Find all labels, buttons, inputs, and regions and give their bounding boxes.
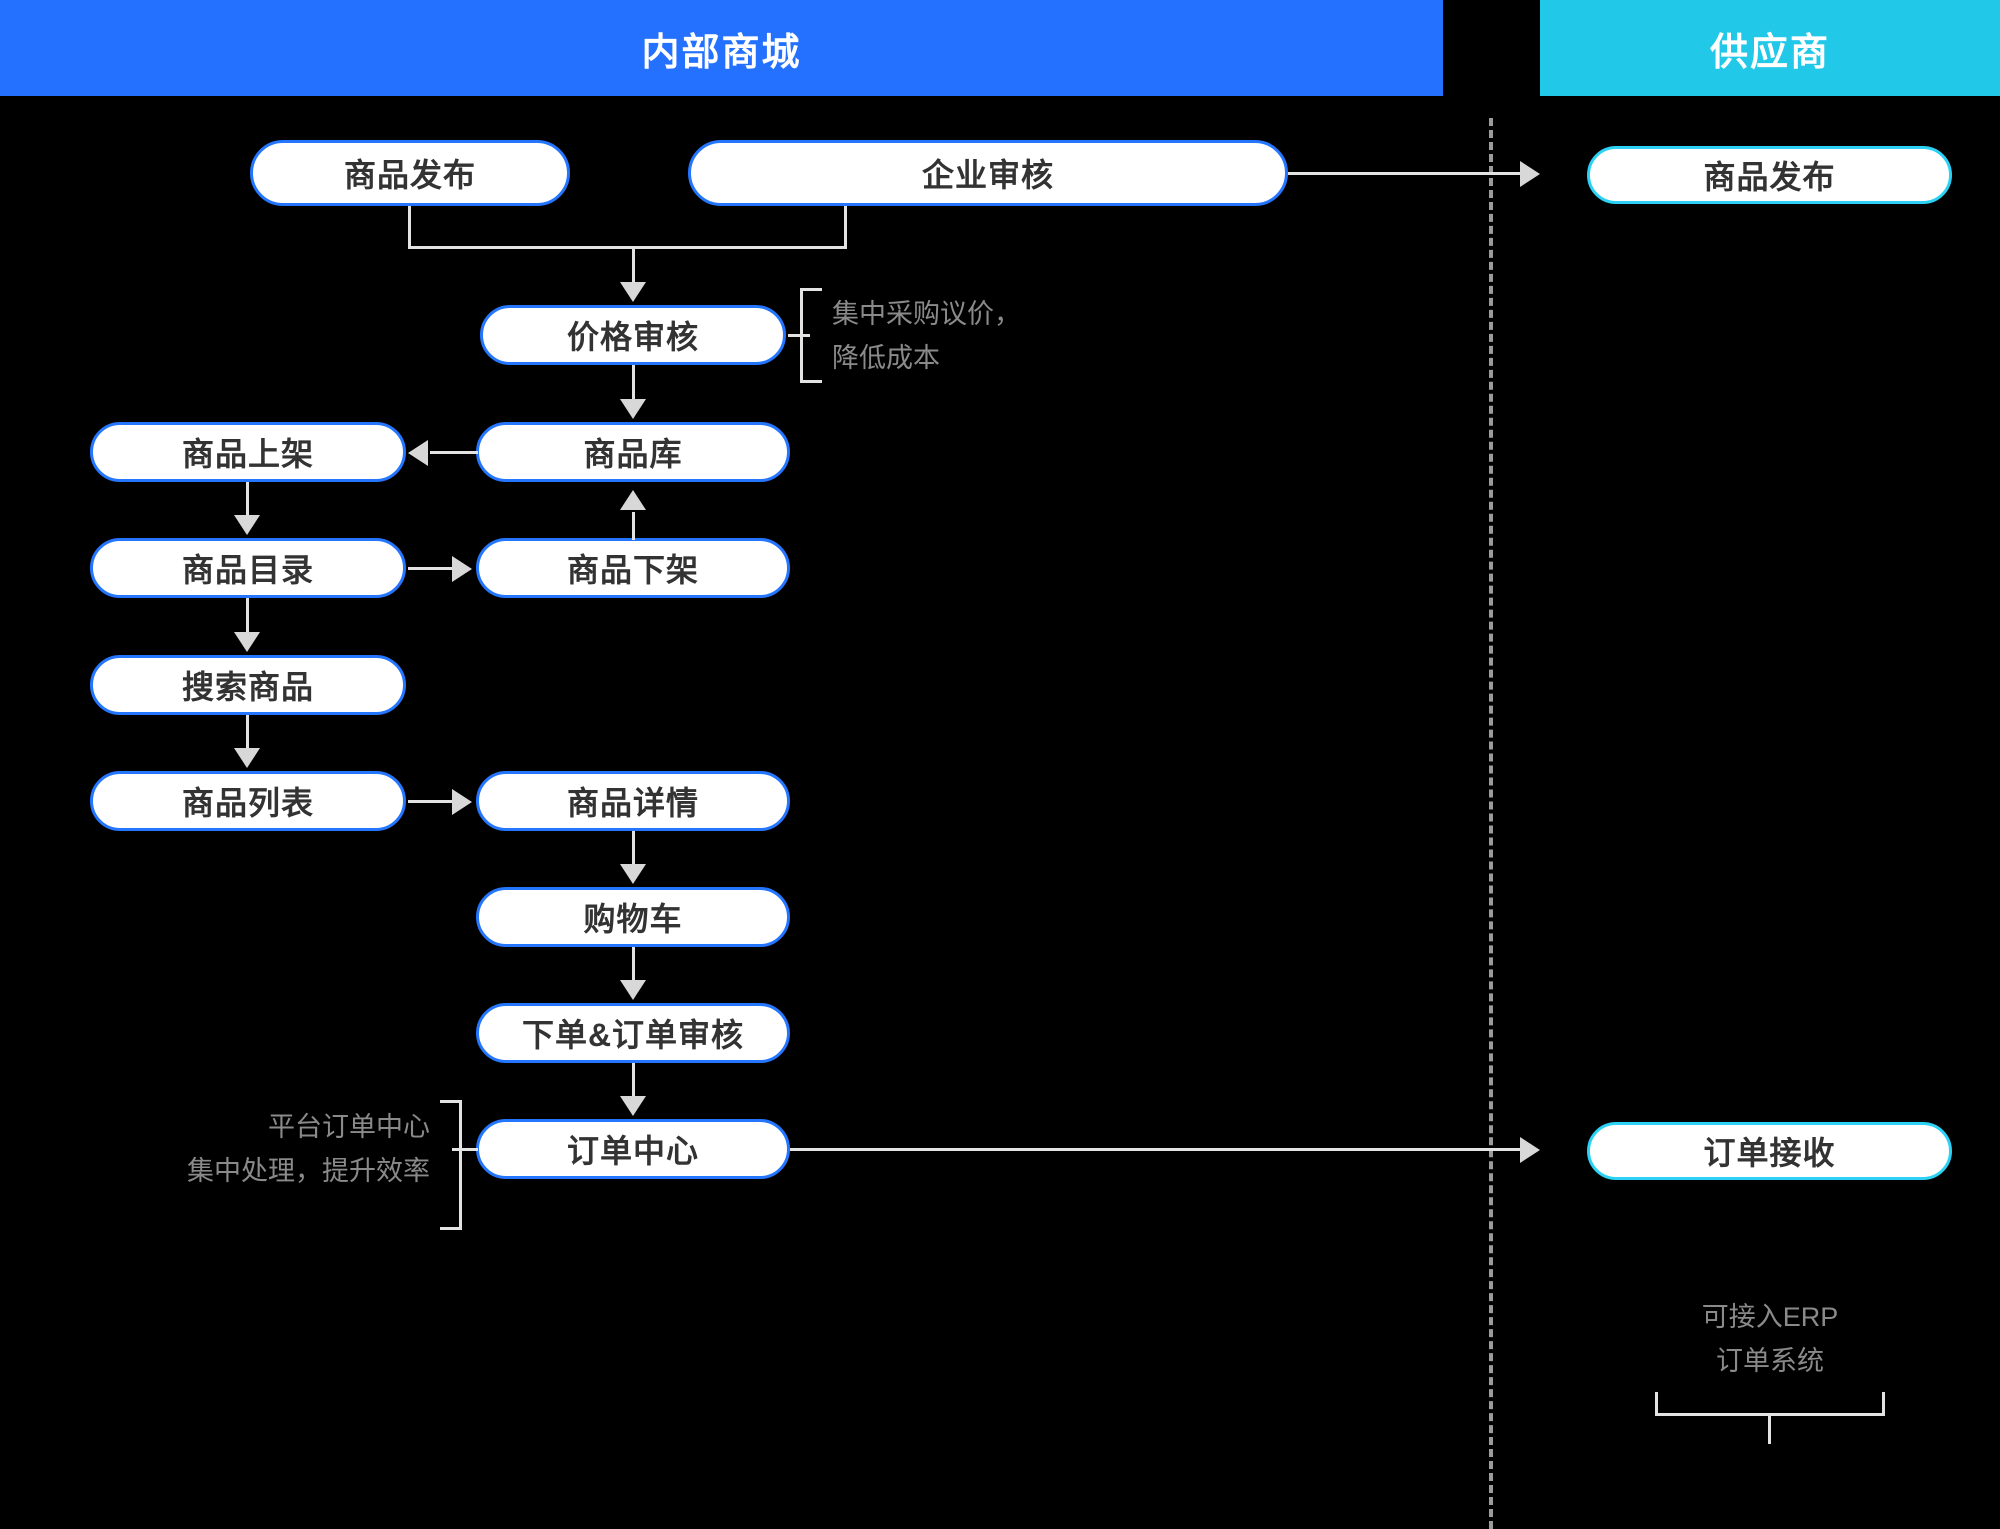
node-product-listing-label: 商品上架 [181,436,314,472]
lane-header-supplier: 供应商 [1540,0,2000,96]
arrowhead-to-shopping-cart [620,864,646,884]
price-note-stem [788,334,810,337]
node-place-order-review[interactable]: 下单&订单审核 [476,1003,790,1063]
arrowhead-to-product-list [234,748,260,768]
lane-header-internal-mall: 内部商城 [0,0,1443,96]
edge-merge-bar [408,246,847,249]
node-product-detail[interactable]: 商品详情 [476,771,790,831]
node-shopping-cart-label: 购物车 [583,901,683,937]
erp-note-bracket [1655,1392,1885,1416]
edge-listing-to-catalog [246,482,249,519]
node-product-delist-label: 商品下架 [566,552,699,588]
edge-cart-to-order [632,947,635,984]
arrowhead-to-product-listing [408,440,428,466]
edge-catalog-to-search [246,598,249,635]
node-enterprise-review-label: 企业审核 [921,157,1054,193]
arrowhead-to-place-order [620,980,646,1000]
node-search-product-label: 搜索商品 [181,669,314,705]
node-search-product[interactable]: 搜索商品 [90,655,406,715]
arrowhead-to-product-library [620,399,646,419]
arrowhead-to-order-receive [1520,1137,1540,1163]
lane-header-internal-mall-label: 内部商城 [641,31,802,74]
node-product-list[interactable]: 商品列表 [90,771,406,831]
edge-delist-to-library [632,512,635,540]
node-order-receive-label: 订单接收 [1703,1135,1836,1171]
edge-library-to-listing [430,451,478,454]
arrowhead-to-supplier-publish [1520,161,1540,187]
edge-search-to-list [246,715,249,752]
arrowhead-to-product-catalog [234,515,260,535]
edge-catalog-to-delist [408,567,454,570]
edge-publish-down [408,206,411,248]
arrowhead-to-search-product [234,632,260,652]
node-supplier-product-publish[interactable]: 商品发布 [1587,146,1952,204]
edge-enterprise-down [844,206,847,248]
order-center-note-stem [452,1148,478,1151]
erp-note-stem [1768,1414,1771,1444]
node-product-catalog[interactable]: 商品目录 [90,538,406,598]
arrowhead-to-product-library-up [620,490,646,510]
edge-enterprise-to-supplier [1288,172,1523,175]
node-product-catalog-label: 商品目录 [181,552,314,588]
node-product-list-label: 商品列表 [181,785,314,821]
node-shopping-cart[interactable]: 购物车 [476,887,790,947]
node-enterprise-review[interactable]: 企业审核 [688,140,1288,206]
node-product-delist[interactable]: 商品下架 [476,538,790,598]
annotation-price-note: 集中采购议价， 降低成本 [832,299,1021,373]
annotation-order-center-note: 平台订单中心 集中处理，提升效率 [187,1112,430,1186]
node-product-detail-label: 商品详情 [566,785,699,821]
edge-list-to-detail [408,800,454,803]
node-product-library-label: 商品库 [583,436,683,472]
order-center-note-bracket [440,1100,462,1230]
node-place-order-review-label: 下单&订单审核 [521,1017,745,1053]
node-price-review-label: 价格审核 [566,319,699,355]
annotation-erp-note: 可接入ERP 订单系统 [1701,1302,1839,1376]
node-product-listing[interactable]: 商品上架 [90,422,406,482]
edge-merge-to-price [632,246,635,286]
arrowhead-to-product-delist [452,556,472,582]
arrowhead-to-product-detail [452,789,472,815]
node-order-receive[interactable]: 订单接收 [1587,1122,1952,1180]
node-order-center-label: 订单中心 [566,1133,699,1169]
lane-header-supplier-label: 供应商 [1709,31,1830,74]
edge-order-to-center [632,1063,635,1100]
swimlane-divider [1489,118,1493,1529]
node-product-publish[interactable]: 商品发布 [250,140,570,206]
arrowhead-to-price-review [620,282,646,302]
node-supplier-product-publish-label: 商品发布 [1703,159,1836,195]
node-product-library[interactable]: 商品库 [476,422,790,482]
arrowhead-to-order-center [620,1096,646,1116]
node-price-review[interactable]: 价格审核 [480,305,786,365]
edge-price-to-library [632,365,635,402]
edge-detail-to-cart [632,831,635,868]
node-order-center[interactable]: 订单中心 [476,1119,790,1179]
edge-order-center-to-receive [790,1148,1524,1151]
node-product-publish-label: 商品发布 [343,157,476,193]
